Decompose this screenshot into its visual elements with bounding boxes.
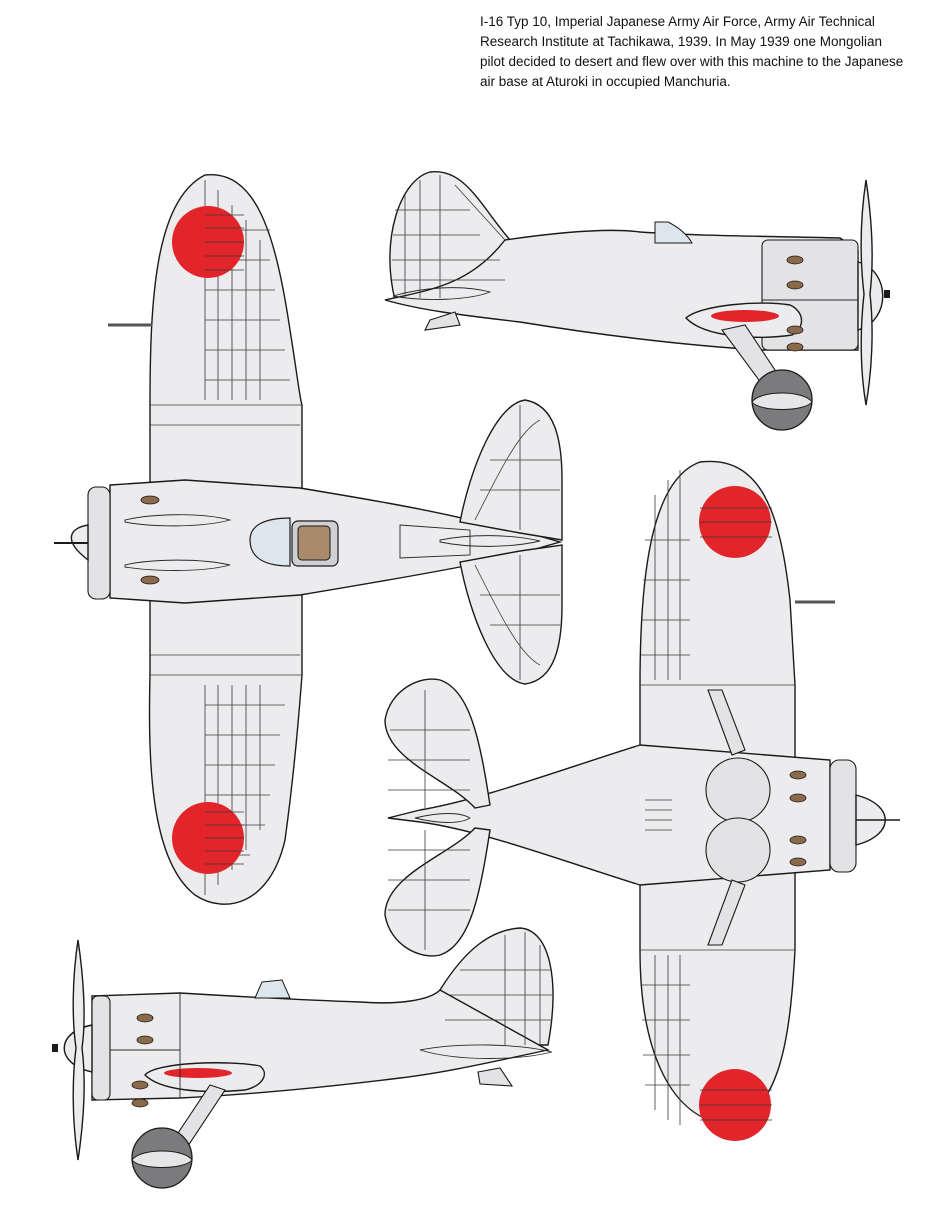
- left-side-view: [52, 927, 554, 1189]
- top-view-canopy: [249, 517, 291, 567]
- top-view-tailcone: [399, 524, 471, 559]
- right-side-exhausts: [786, 255, 804, 352]
- left-side-tail-skid: [477, 1067, 514, 1087]
- left-side-propeller: [72, 939, 85, 1161]
- top-view-gun-trough-1: [124, 514, 232, 527]
- top-view: [54, 174, 563, 905]
- underside-gear-leg-1: [707, 689, 746, 756]
- caption-text: I-16 Typ 10, Imperial Japanese Army Air …: [480, 14, 904, 89]
- top-view-cowling: [87, 486, 111, 600]
- top-view-stabilizer-upper: [459, 399, 563, 541]
- right-side-rudder-ribs: [392, 175, 506, 298]
- underside-wheel-well-1: [705, 757, 771, 823]
- left-side-canopy: [254, 979, 291, 999]
- left-side-rudder-ribs: [445, 932, 552, 1045]
- top-view-hinomaru-ribs: [205, 214, 244, 865]
- underside-exhausts: [789, 770, 807, 867]
- right-side-hinomaru: [711, 310, 779, 322]
- right-side-view: [384, 171, 890, 431]
- underside-stabilizer-upper: [384, 678, 491, 809]
- right-side-tail-skid: [424, 311, 461, 331]
- underside-gear-leg-2: [707, 879, 746, 946]
- underside-view: [384, 460, 900, 1141]
- left-side-exhausts: [131, 1013, 154, 1108]
- top-view-exhausts: [140, 495, 160, 585]
- underside-cowling: [829, 759, 857, 873]
- underside-stabilizer-lower: [384, 827, 491, 957]
- top-view-wing-ribs: [150, 180, 560, 895]
- top-view-seat: [297, 525, 331, 561]
- top-view-stabilizer-lower: [459, 544, 563, 685]
- left-side-cowling: [91, 995, 111, 1101]
- right-side-propeller: [860, 179, 873, 406]
- top-view-gun-trough-2: [124, 559, 231, 571]
- underside-wing-ribs: [388, 470, 795, 1125]
- left-side-tailplane: [419, 1044, 553, 1059]
- right-side-canopy: [654, 221, 693, 244]
- left-side-hinomaru: [164, 1068, 232, 1078]
- underside-wheel-well-2: [705, 817, 771, 883]
